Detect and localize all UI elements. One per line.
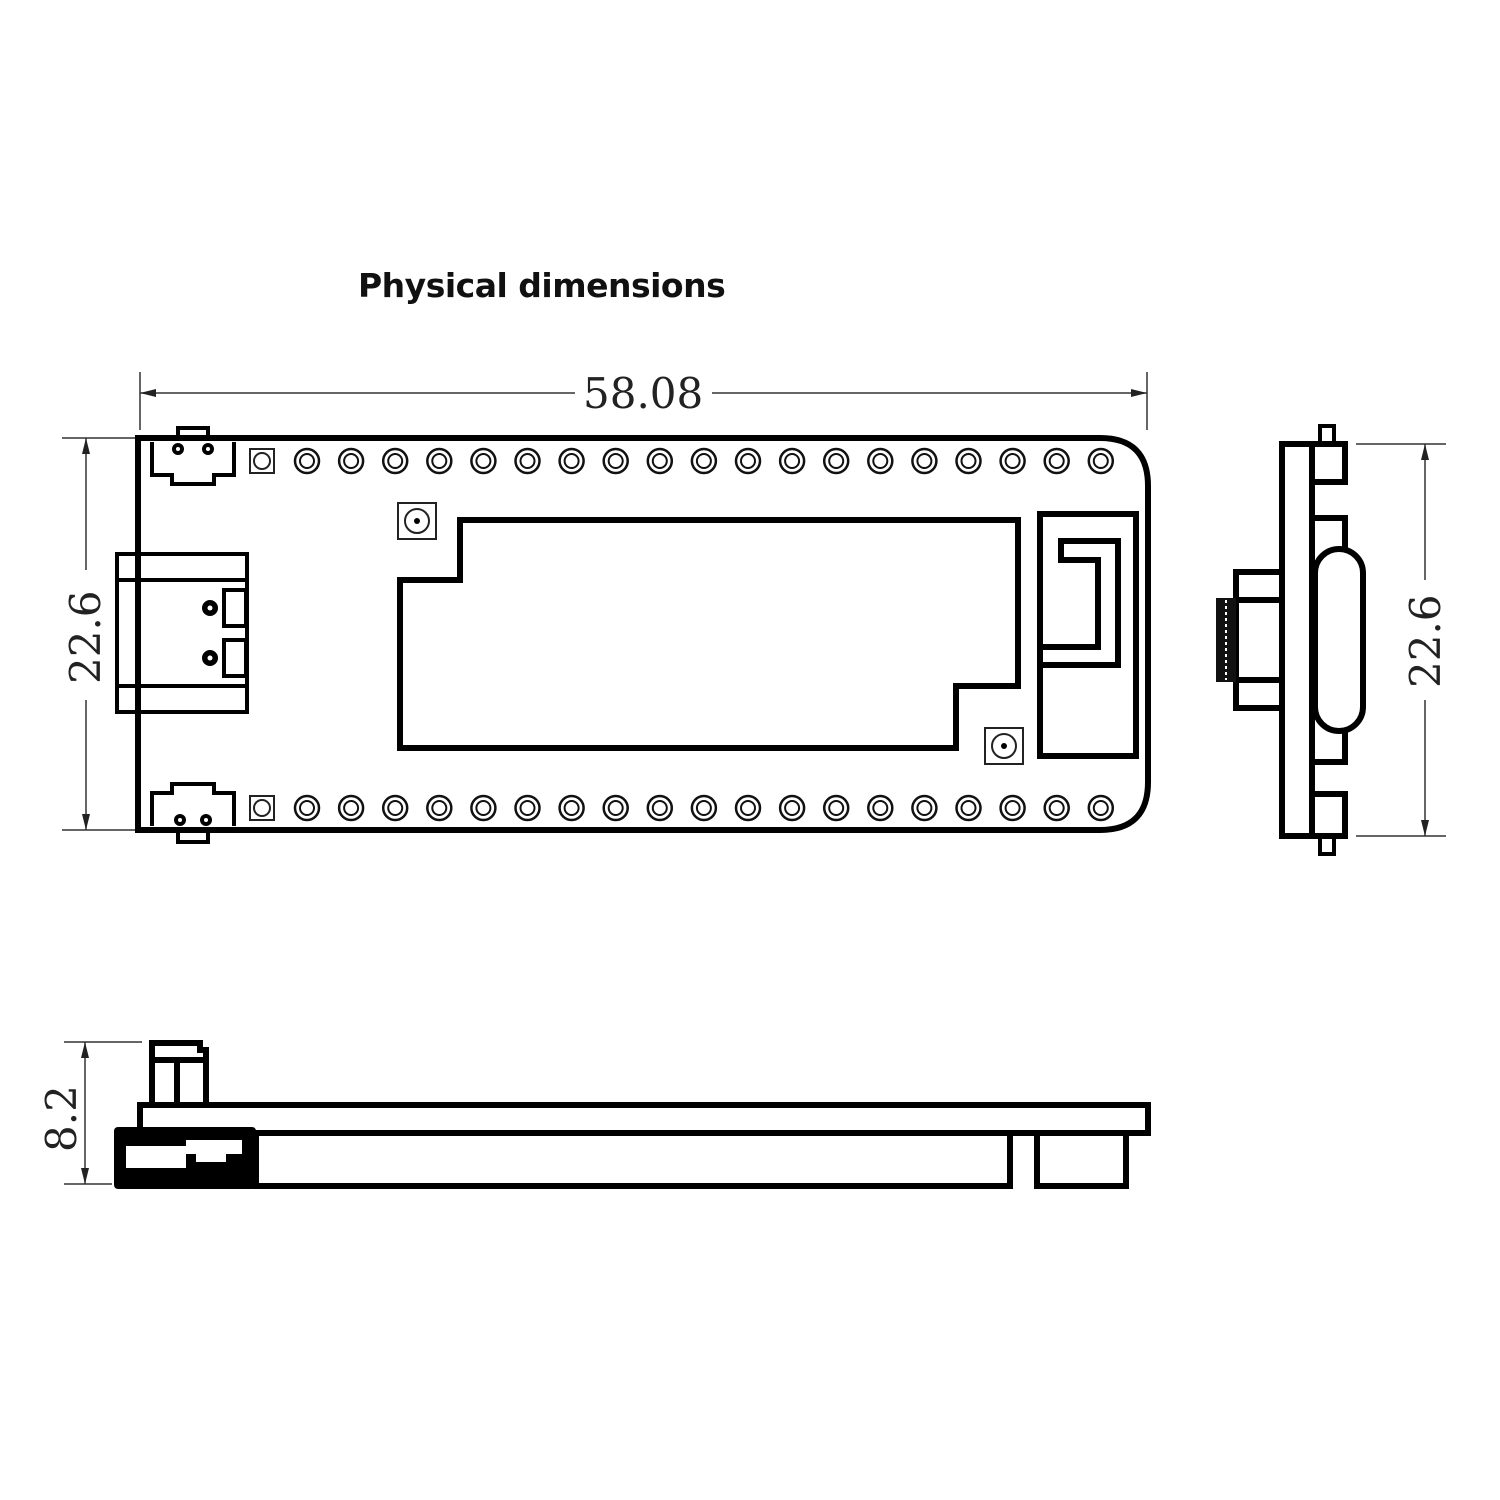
pin-pad <box>426 447 453 475</box>
pin-pad <box>381 794 409 822</box>
length-dimension: 58.08 <box>139 369 1148 430</box>
width-label: 22.6 <box>61 590 110 684</box>
end-width-label: 22.6 <box>1401 594 1450 688</box>
height-label: 8.2 <box>37 1085 86 1152</box>
end-view: 22.6 <box>1216 424 1450 856</box>
pin-pad <box>646 447 674 475</box>
board-outline <box>135 435 1151 833</box>
pin-pad <box>911 794 938 822</box>
top-view: 58.08 22.6 <box>61 369 1151 844</box>
pin-pad <box>1087 447 1115 475</box>
pin-pad <box>734 447 762 475</box>
pin-pad <box>470 447 497 475</box>
pin-pad <box>1087 794 1115 822</box>
pin-pad <box>778 447 806 475</box>
pin-pad <box>602 794 629 822</box>
pin-pad <box>514 794 541 822</box>
side-view: 8.2 <box>37 1040 1151 1189</box>
pin-pad <box>514 447 541 475</box>
battery-connector-bottom <box>150 782 236 844</box>
pin-pad <box>293 794 321 822</box>
pin-pad <box>1043 794 1070 822</box>
pin-pad <box>646 794 674 822</box>
pin-pad <box>337 447 365 475</box>
antenna <box>1037 511 1139 759</box>
pin-pad <box>1043 447 1070 475</box>
width-dimension: 22.6 <box>61 437 136 831</box>
pin-row-bottom <box>249 794 1115 822</box>
pin-pad <box>426 794 453 822</box>
pin-pad <box>690 794 718 822</box>
pin-pad <box>602 447 629 475</box>
pin-pad <box>558 447 585 475</box>
height-dimension: 8.2 <box>37 1041 142 1185</box>
pin-pad <box>734 794 762 822</box>
pin-pad <box>955 794 982 822</box>
pin-pad <box>999 447 1026 475</box>
battery-connector-top <box>150 426 236 486</box>
pin-pad <box>867 794 894 822</box>
pin-pad <box>999 794 1026 822</box>
fiducial-mark <box>984 727 1024 765</box>
pin-pad <box>778 794 806 822</box>
pin-pad <box>690 447 718 475</box>
pin-pad <box>822 447 850 475</box>
length-label: 58.08 <box>583 369 703 418</box>
pin-pad <box>470 794 497 822</box>
pin-pad <box>867 447 894 475</box>
pin-pad <box>911 447 938 475</box>
usb-c-connector <box>115 552 249 714</box>
fiducial-mark <box>397 502 437 540</box>
end-width-dimension: 22.6 <box>1356 443 1450 837</box>
pin-pad <box>337 794 365 822</box>
module-outline <box>397 517 1021 751</box>
pin-pad <box>558 794 585 822</box>
pin-pad <box>381 447 409 475</box>
pin-pad <box>955 447 982 475</box>
pin-pad <box>822 794 850 822</box>
pin-pad <box>293 447 321 475</box>
diagram-title: Physical dimensions <box>358 266 726 305</box>
pin-row-top <box>249 447 1115 475</box>
